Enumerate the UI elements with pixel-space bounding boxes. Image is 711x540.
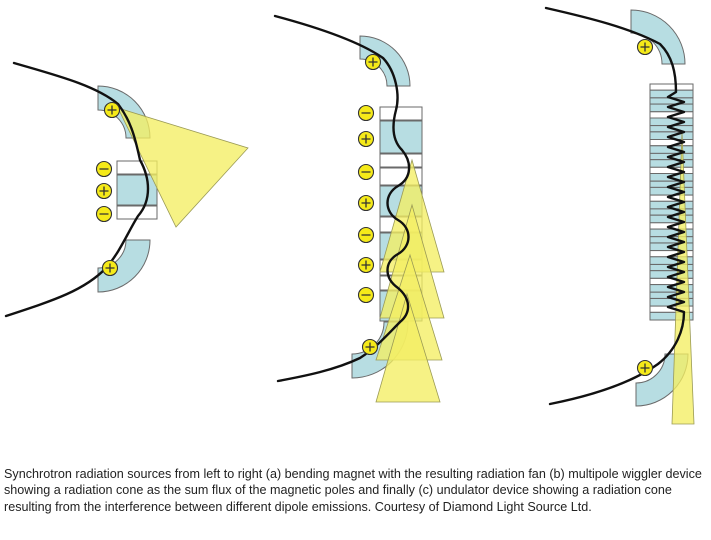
positive-pole-marker (364, 53, 382, 71)
undulator-pole-block (649, 311, 694, 321)
radiation-cone (671, 131, 695, 425)
undulator-pole-block (649, 208, 694, 216)
positive-pole-marker (357, 256, 375, 274)
positive-pole-marker (103, 101, 121, 119)
positive-pole-marker (636, 38, 654, 56)
panel-undulator (544, 6, 695, 425)
positive-pole-marker (357, 194, 375, 212)
panel-bending-magnet (4, 61, 249, 318)
positive-pole-marker (95, 182, 113, 200)
bending-magnet-upper (630, 9, 686, 65)
positive-pole-marker (101, 259, 119, 277)
negative-pole-marker (357, 104, 375, 122)
panel-multipole-wiggler (273, 14, 445, 403)
undulator-pole-block (649, 83, 694, 91)
negative-pole-marker (357, 286, 375, 304)
wiggler-pole-block (379, 153, 423, 168)
wiggler-pole-block (379, 106, 423, 121)
synchrotron-sources-diagram (4, 6, 695, 425)
electron-beam-path (544, 6, 686, 406)
negative-pole-marker (357, 163, 375, 181)
positive-pole-marker (357, 130, 375, 148)
negative-pole-marker (357, 226, 375, 244)
electron-beam-path (4, 61, 150, 318)
electron-beam-path (273, 14, 411, 383)
positive-pole-marker (361, 338, 379, 356)
inner-pole-block (116, 174, 158, 206)
positive-pole-marker (636, 359, 654, 377)
figure-caption: Synchrotron radiation sources from left … (4, 467, 702, 514)
wiggler-pole-block (379, 120, 423, 154)
radiation-cone (375, 292, 441, 403)
negative-pole-marker (95, 205, 113, 223)
negative-pole-marker (95, 160, 113, 178)
radiation-fan (117, 107, 249, 228)
